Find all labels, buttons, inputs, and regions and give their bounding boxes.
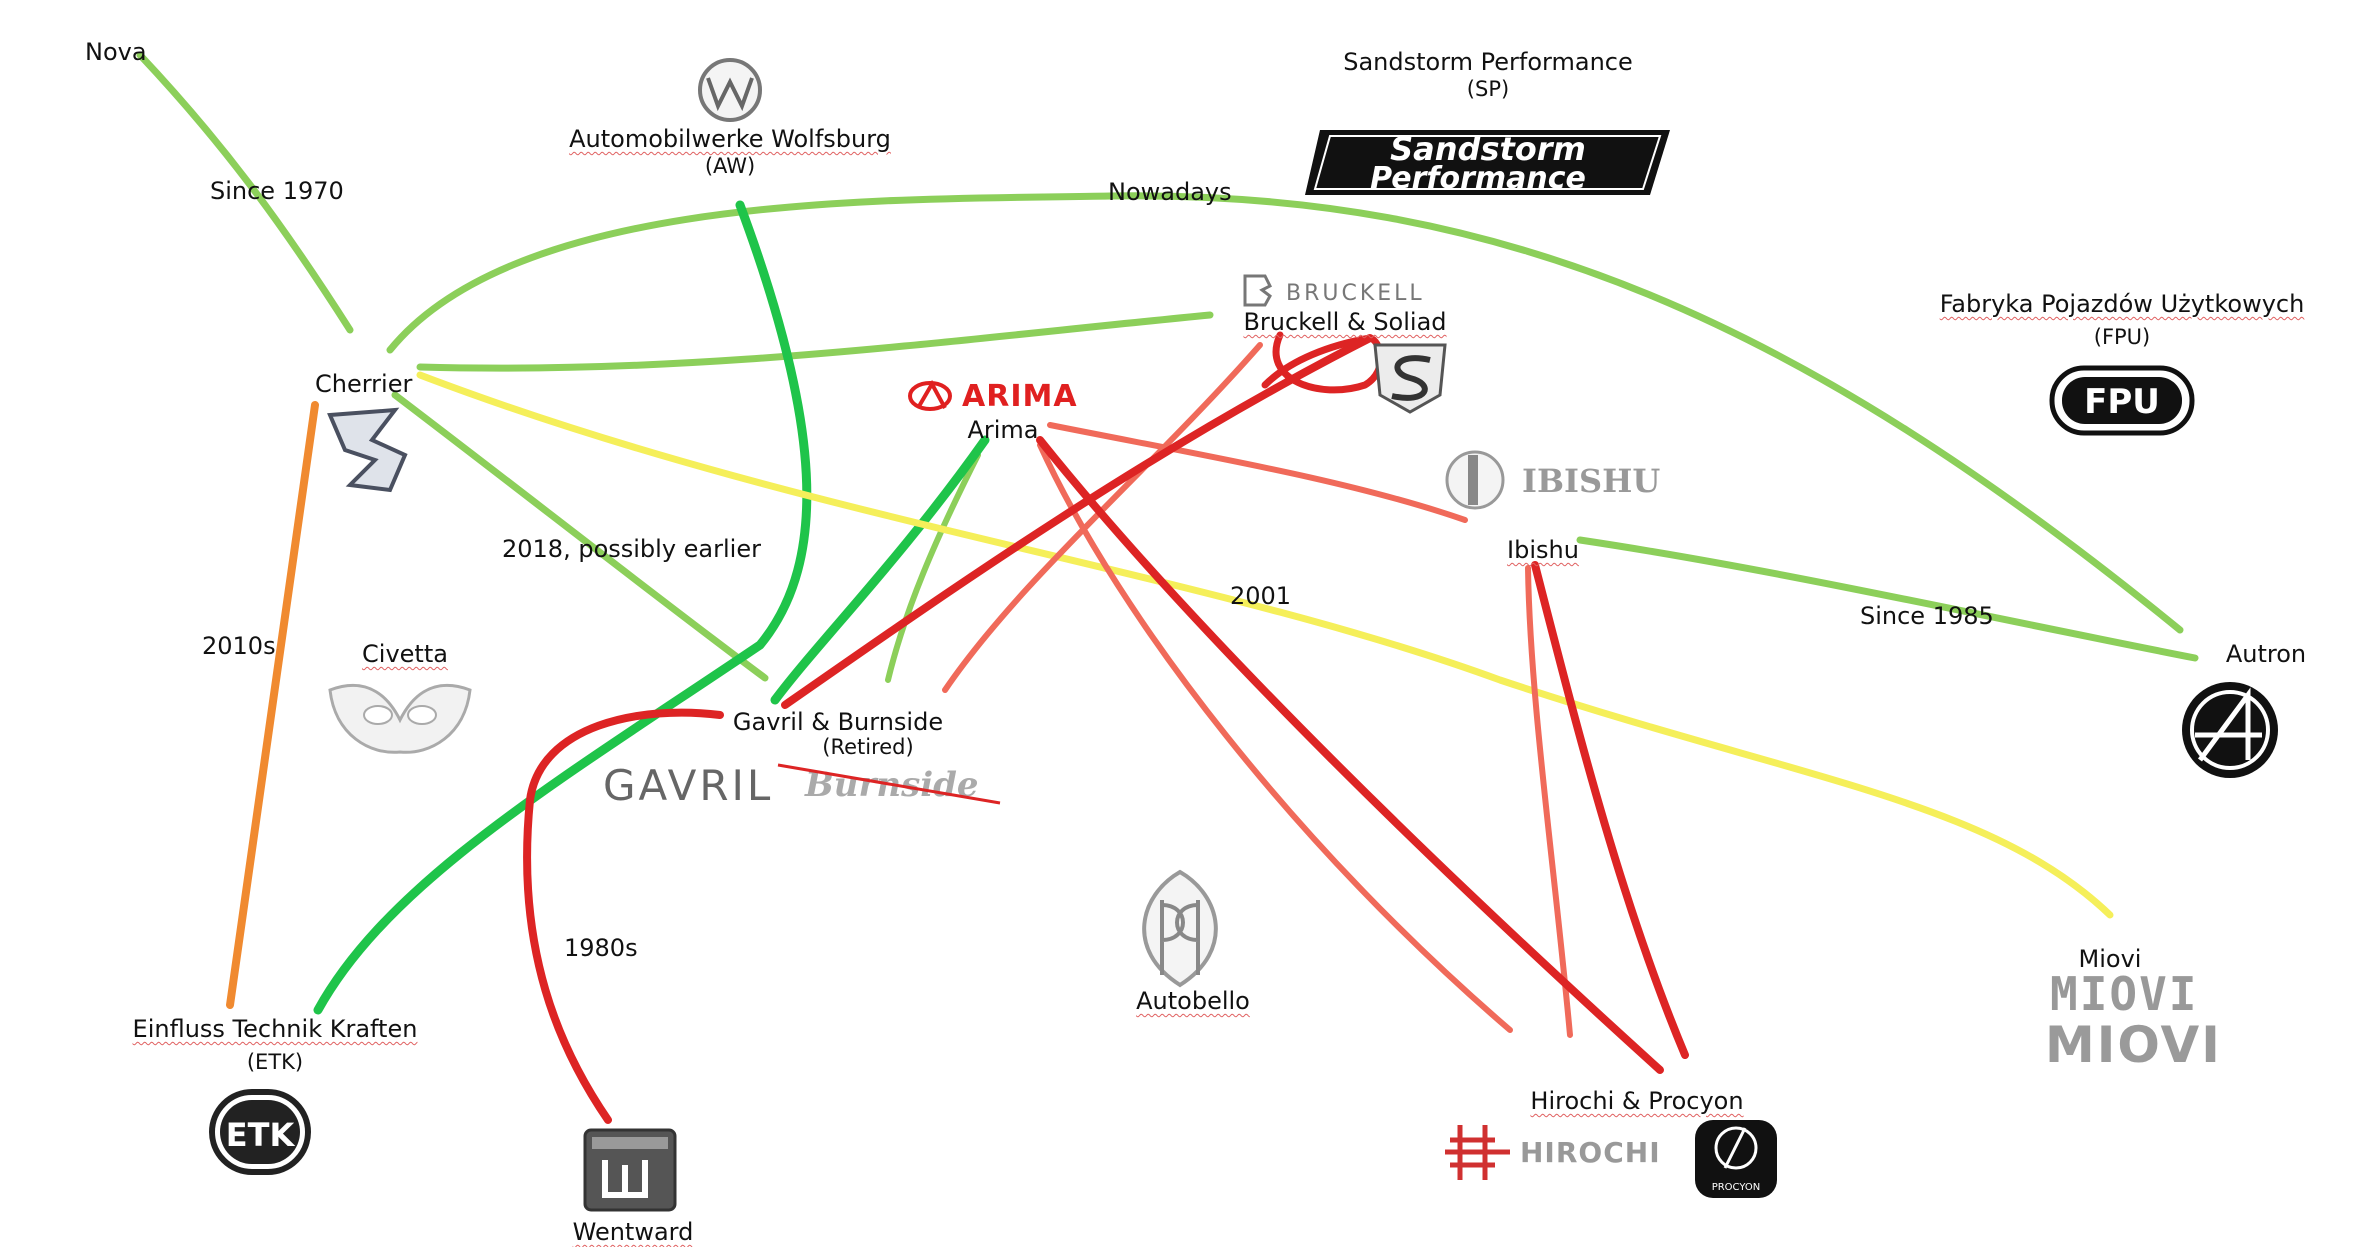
edge-cherrier-etk (226, 401, 319, 1009)
edge-cherrier-nowadays-arc (386, 192, 2184, 634)
gavril-wordmark: GAVRIL (603, 761, 773, 810)
edge-label-since-1985: Since 1985 (1860, 602, 1994, 630)
fpu-wordmark: FPU (2084, 382, 2160, 422)
procyon-logo: PROCYON (1695, 1120, 1777, 1198)
aw-logo (698, 58, 762, 122)
sp-name: Sandstorm Performance (1343, 48, 1633, 76)
edge-arima-gavril-light (885, 452, 981, 683)
soliad-logo (1373, 343, 1447, 414)
label-autobello: Autobello (1136, 987, 1250, 1015)
edge-ibishu-hirochi (1531, 561, 1689, 1059)
hirochi-wordmark: HIROCHI (1520, 1136, 1661, 1169)
edge-cherrier-miovi (416, 371, 2114, 919)
cherrier-logo (327, 407, 408, 493)
autron-logo (2182, 682, 2278, 778)
etk-wordmark: ETK (226, 1116, 296, 1154)
aw-abbr: (AW) (704, 153, 756, 178)
civetta-logo (328, 683, 472, 754)
edge-cherrier-gavril (391, 391, 769, 682)
etk-name: Einfluss Technik Kraften (132, 1015, 418, 1043)
edge-ibishu-hirochi-salmon (1525, 565, 1573, 1038)
bruckell-wordmark: BRUCKELL (1286, 281, 1425, 306)
wentward-logo (583, 1128, 677, 1212)
etk-abbr: (ETK) (246, 1049, 304, 1074)
sp-abbr: (SP) (1466, 76, 1510, 101)
edge-cherrier-bruckell (416, 311, 1214, 372)
edge-arima-gavril (770, 435, 990, 705)
label-autron: Autron (2225, 640, 2307, 668)
hirochi-logo: HIROCHI (1445, 1125, 1661, 1180)
arima-logo: ARIMA (908, 379, 1078, 414)
label-cherrier: Cherrier (315, 370, 413, 398)
sandstorm-logo-line1: Sandstorm (1390, 130, 1586, 168)
label-aw: Automobilwerke Wolfsburg (AW) (569, 125, 891, 179)
label-etk: Einfluss Technik Kraften (ETK) (133, 1015, 418, 1075)
label-civetta: Civetta (362, 640, 448, 668)
label-nova: Nova (85, 38, 147, 66)
label-wentward: Wentward (572, 1218, 694, 1246)
label-bruckell: Bruckell & Soliad (1243, 308, 1447, 336)
label-sp: Sandstorm Performance (SP) (1343, 48, 1633, 102)
gavril-note: (Retired) (822, 734, 914, 759)
label-ibishu: Ibishu (1507, 536, 1579, 564)
burnside-strikethrough (777, 763, 1001, 805)
fpu-name: Fabryka Pojazdów Użytkowych (1939, 290, 2305, 318)
sandstorm-logo: Sandstorm Performance (1305, 130, 1670, 196)
edge-label-nowadays: Nowadays (1108, 178, 1232, 206)
label-gavril: Gavril & Burnside (Retired) (733, 708, 943, 760)
edge-label-1980s: 1980s (564, 934, 638, 962)
gavril-name: Gavril & Burnside (732, 708, 944, 736)
edge-arima-hirochi (1036, 436, 1664, 1074)
ibishu-logo: IBISHU (1445, 450, 1660, 510)
edge-label-2010s: 2010s (202, 632, 276, 660)
label-hirochi: Hirochi & Procyon (1530, 1087, 1744, 1115)
ibishu-wordmark: IBISHU (1522, 462, 1660, 500)
label-miovi: Miovi (2078, 945, 2142, 973)
miovi-wordmark-1: MIOVI (2050, 967, 2198, 1021)
label-arima: Arima (967, 416, 1039, 444)
edge-arima-hirochi-salmon (1037, 442, 1513, 1033)
fpu-logo: FPU (2049, 365, 2195, 436)
arima-wordmark: ARIMA (962, 379, 1078, 414)
etk-logo: ETK (209, 1089, 311, 1175)
edge-bruckell-gavril-salmon (942, 342, 1263, 693)
edge-gavril-bruckell (781, 334, 1374, 709)
fpu-abbr: (FPU) (2093, 324, 2151, 349)
edge-aw-etk (313, 200, 812, 1015)
aw-name: Automobilwerke Wolfsburg (569, 125, 891, 153)
miovi-wordmark-2: MIOVI (2045, 1016, 2222, 1074)
bruckell-logo: BRUCKELL (1243, 274, 1425, 307)
procyon-wordmark: PROCYON (1712, 1182, 1761, 1193)
edge-ibishu-autron (1576, 536, 2199, 662)
edge-wentward-gavril (523, 708, 724, 1124)
edge-arima-ibishu (1047, 422, 1468, 523)
autobello-logo (1142, 869, 1218, 988)
edge-label-since-1970: Since 1970 (210, 177, 344, 205)
miovi-logo: MIOVI MIOVI (2045, 967, 2222, 1074)
edge-label-possibly-earlier: 2018, possibly earlier (502, 535, 761, 563)
edge-label-2001: 2001 (1230, 582, 1292, 610)
gavril-burnside-logo: GAVRIL Burnside (603, 761, 1001, 810)
edge-nova-cherrier (136, 51, 354, 334)
sandstorm-logo-line2: Performance (1370, 161, 1586, 196)
label-fpu: Fabryka Pojazdów Użytkowych (FPU) (1940, 290, 2305, 350)
